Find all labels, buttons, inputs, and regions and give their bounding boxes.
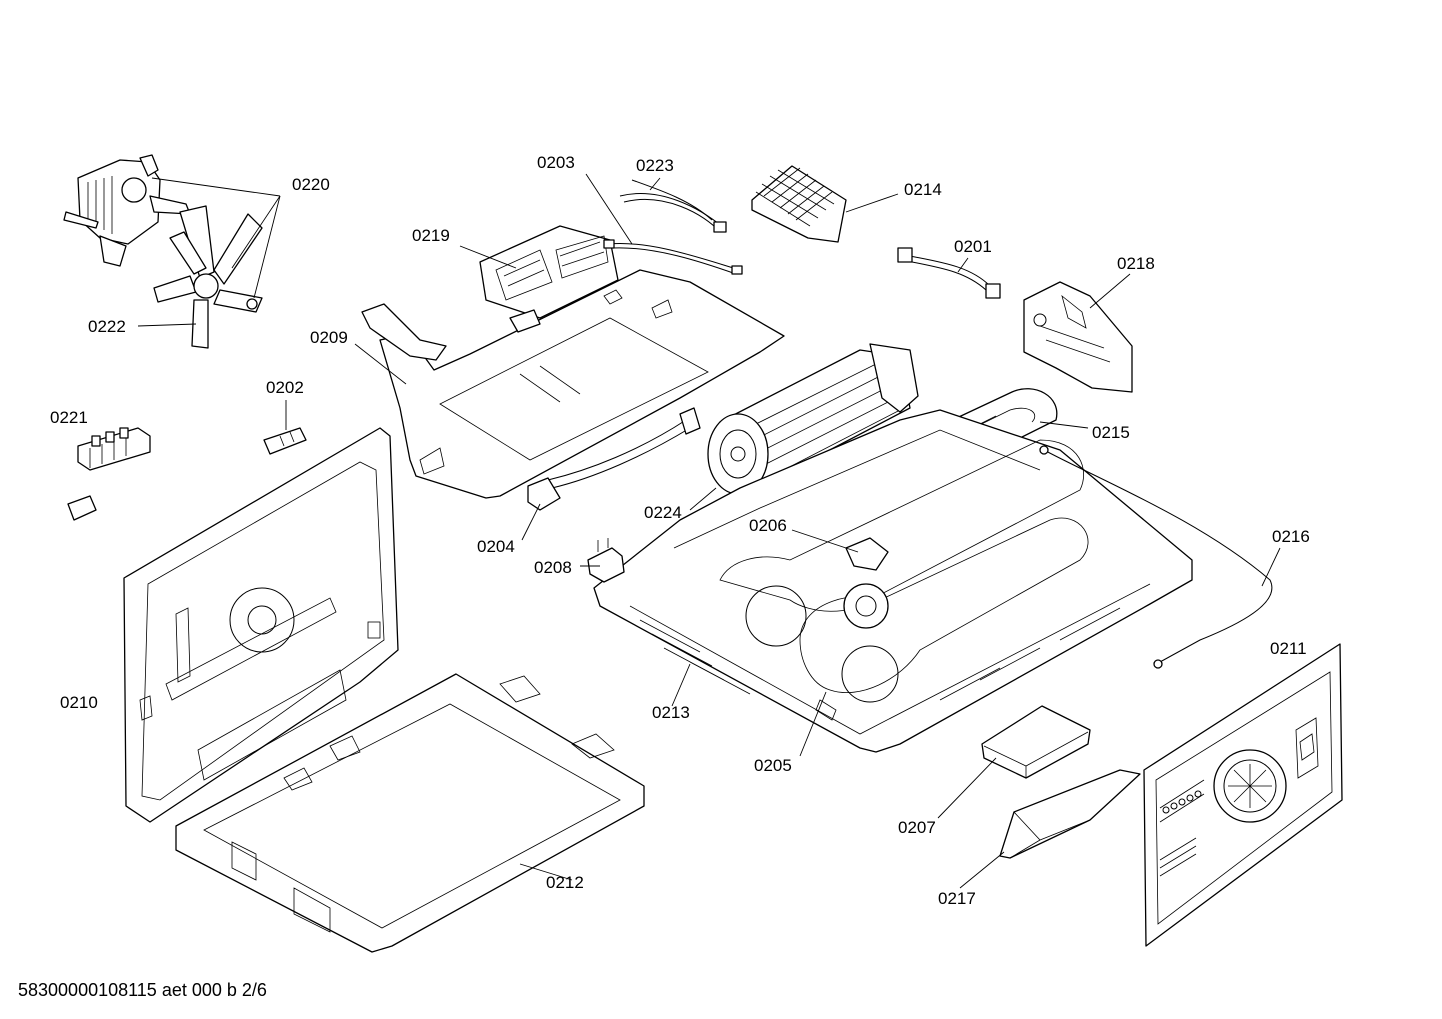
- callout-0219: 0219: [412, 226, 450, 245]
- heat-sink-part: [751, 165, 847, 243]
- callout-0210: 0210: [60, 693, 98, 712]
- relay-block-part: [479, 225, 619, 333]
- callout-0201: 0201: [954, 237, 992, 256]
- callout-0221: 0221: [50, 408, 88, 427]
- callout-0204: 0204: [477, 537, 515, 556]
- callout-labels: 0220 0222 0203 0223 0214 0219 0201 0218 …: [50, 153, 1310, 908]
- deflector-part: [999, 769, 1141, 859]
- callout-0213: 0213: [652, 703, 690, 722]
- switch-part: [263, 427, 307, 455]
- callout-0220: 0220: [292, 175, 330, 194]
- callout-0222: 0222: [88, 317, 126, 336]
- rear-panel-part: [1143, 643, 1343, 947]
- callout-0206: 0206: [749, 516, 787, 535]
- callout-0207: 0207: [898, 818, 936, 837]
- callout-0209: 0209: [310, 328, 348, 347]
- fan-impeller-part: [153, 205, 263, 349]
- wiring-harness-part: [527, 179, 743, 511]
- document-id: 58300000108115 aet 000 b 2/6: [18, 980, 267, 1000]
- callout-0215: 0215: [1092, 423, 1130, 442]
- callout-0216: 0216: [1272, 527, 1310, 546]
- callout-0203: 0203: [537, 153, 575, 172]
- bracket-part: [1023, 281, 1133, 393]
- fan-motor-part: [63, 154, 191, 267]
- sensor-probe-part: [1039, 445, 1273, 669]
- chassis-part: [593, 409, 1193, 753]
- leader-lines: [137, 173, 1281, 889]
- terminal-block-part: [77, 427, 151, 471]
- cable-part: [897, 247, 1001, 299]
- callout-0212: 0212: [546, 873, 584, 892]
- callout-0214: 0214: [904, 180, 942, 199]
- callout-0208: 0208: [534, 558, 572, 577]
- callout-0205: 0205: [754, 756, 792, 775]
- callout-0224: 0224: [644, 503, 682, 522]
- bottom-tray-part: [175, 673, 645, 953]
- callout-0211: 0211: [1270, 639, 1307, 658]
- callout-0218: 0218: [1117, 254, 1155, 273]
- side-panel-part: [123, 427, 399, 823]
- clip-part: [67, 495, 97, 521]
- connector-part: [587, 538, 625, 583]
- upper-bracket-part: [361, 269, 785, 499]
- callout-0217: 0217: [938, 889, 976, 908]
- callout-0202: 0202: [266, 378, 304, 397]
- control-module-part: [981, 705, 1091, 779]
- callout-0223: 0223: [636, 156, 674, 175]
